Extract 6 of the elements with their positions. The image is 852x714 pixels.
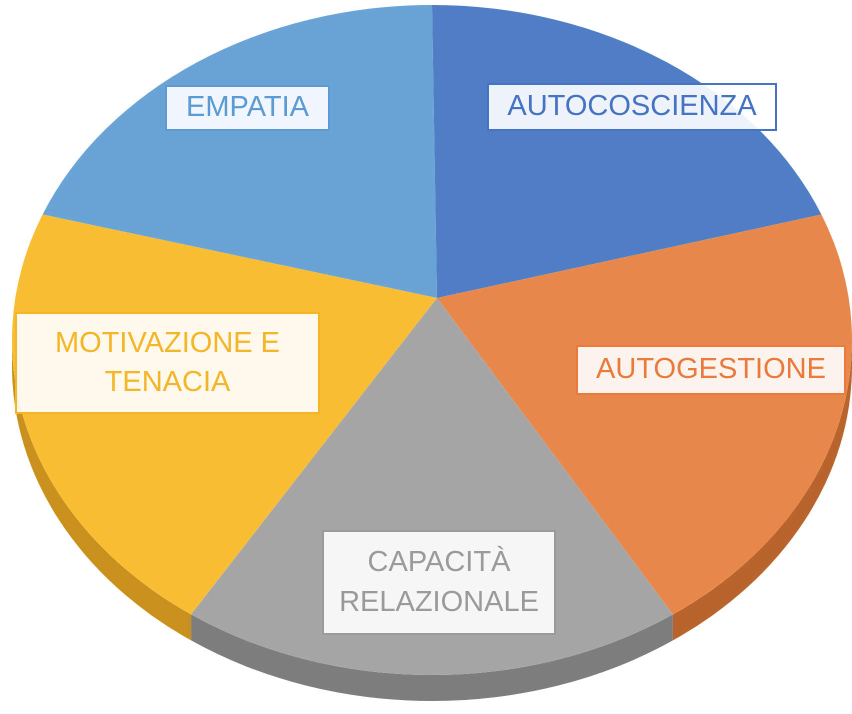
slice-label: CAPACITÀ RELAZIONALE	[322, 530, 556, 635]
slice-label: EMPATIA	[165, 85, 330, 131]
pie-slice	[42, 5, 437, 298]
slice-label: MOTIVAZIONE E TENACIA	[15, 312, 320, 414]
slice-label: AUTOCOSCIENZA	[487, 83, 777, 131]
slice-label: AUTOGESTIONE	[576, 345, 846, 395]
